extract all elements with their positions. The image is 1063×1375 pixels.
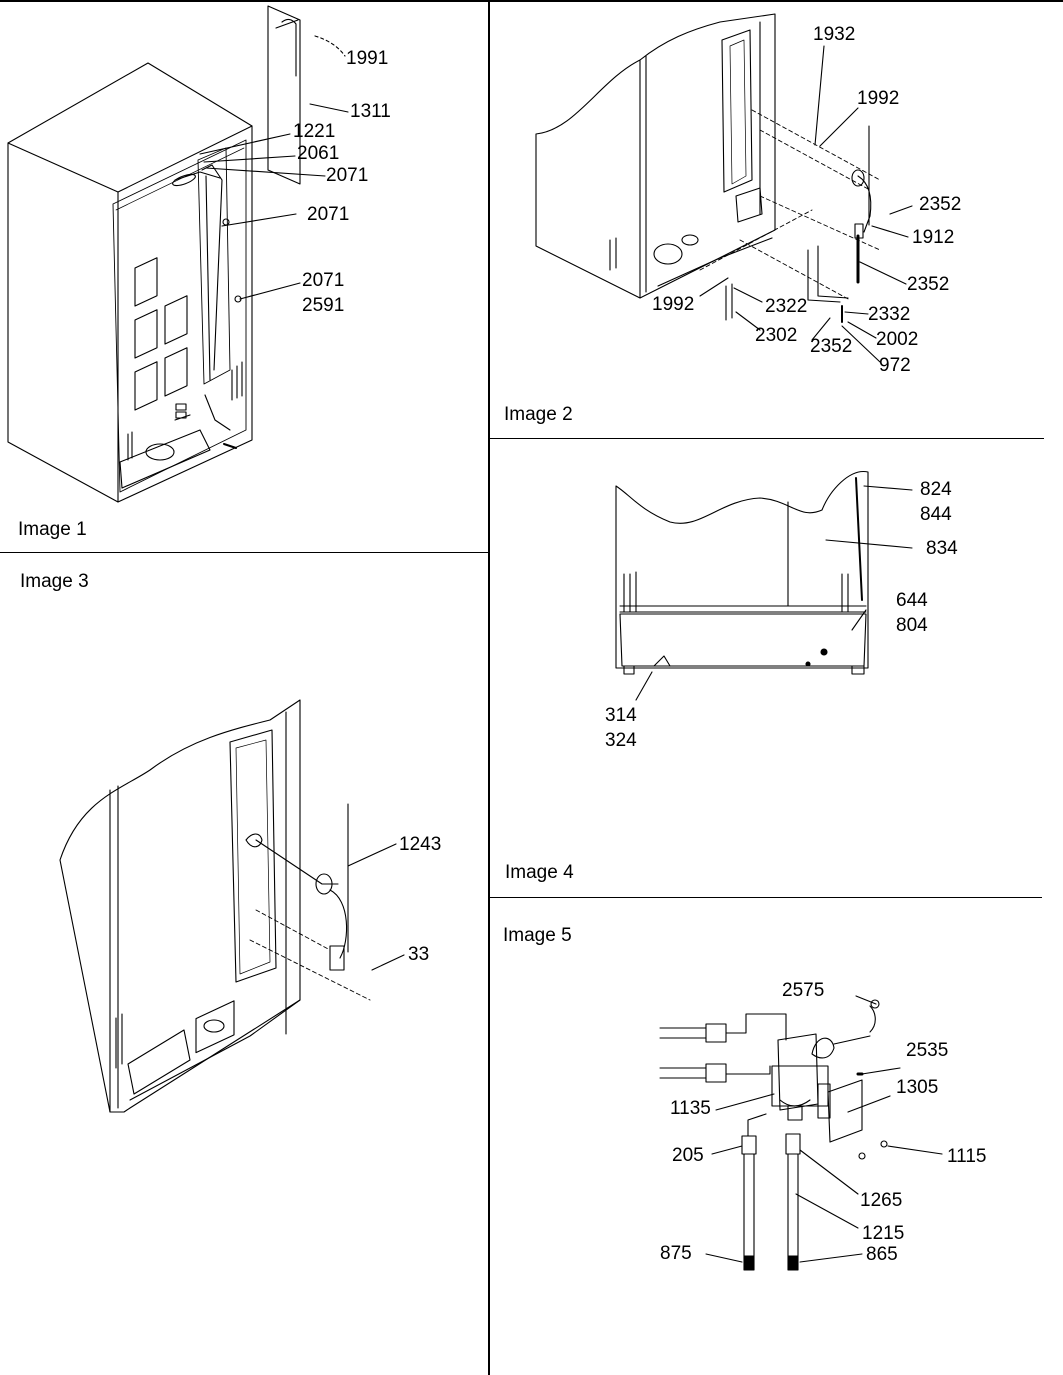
callout-1221: 1221 xyxy=(293,121,336,142)
callout-824: 824 xyxy=(920,479,952,500)
callout-2322: 2322 xyxy=(765,296,808,317)
callout-1992-b: 1992 xyxy=(652,294,695,315)
callout-1991: 1991 xyxy=(346,48,389,69)
callout-804: 804 xyxy=(896,615,928,636)
callout-2002: 2002 xyxy=(876,329,919,350)
callout-1992-a: 1992 xyxy=(857,88,900,109)
callout-1912: 1912 xyxy=(912,227,955,248)
callout-2352-c: 2352 xyxy=(810,336,853,357)
callout-2591: 2591 xyxy=(302,295,345,316)
panel-title-image-1: Image 1 xyxy=(18,519,87,540)
callout-2071-a: 2071 xyxy=(326,165,369,186)
callout-1311: 1311 xyxy=(350,101,391,122)
right-divider-upper xyxy=(489,438,1044,439)
callout-1932: 1932 xyxy=(813,24,856,45)
callout-644: 644 xyxy=(896,590,928,611)
callout-1243: 1243 xyxy=(399,834,442,855)
callout-2061: 2061 xyxy=(297,143,340,164)
callout-314: 314 xyxy=(605,705,637,726)
callout-324: 324 xyxy=(605,730,637,751)
callout-1115: 1115 xyxy=(947,1146,987,1167)
top-border xyxy=(0,0,1063,2)
callout-2352-a: 2352 xyxy=(919,194,962,215)
callout-2302: 2302 xyxy=(755,325,798,346)
callout-1265: 1265 xyxy=(860,1190,903,1211)
callout-972: 972 xyxy=(879,355,911,376)
right-divider-lower xyxy=(489,897,1042,898)
callout-2535: 2535 xyxy=(906,1040,949,1061)
callout-2071-c: 2071 xyxy=(302,270,345,291)
panel-title-image-2: Image 2 xyxy=(504,404,573,425)
callout-2332: 2332 xyxy=(868,304,911,325)
center-divider xyxy=(488,0,490,1375)
image-4-cabinet-bottom-drawing xyxy=(616,472,912,700)
callout-2575: 2575 xyxy=(782,980,825,1001)
panel-title-image-5: Image 5 xyxy=(503,925,572,946)
callout-875: 875 xyxy=(660,1243,692,1264)
panel-title-image-3: Image 3 xyxy=(20,571,89,592)
callout-2352-b: 2352 xyxy=(907,274,950,295)
panel-title-image-4: Image 4 xyxy=(505,862,574,883)
left-divider xyxy=(0,552,489,553)
callout-33: 33 xyxy=(408,944,430,965)
callout-834: 834 xyxy=(926,538,958,559)
image-2-rear-cabinet-drawing xyxy=(536,14,912,362)
callout-2071-b: 2071 xyxy=(307,204,350,225)
image-5-water-valve-drawing xyxy=(660,996,942,1270)
image-1-refrigerator-drawing xyxy=(8,6,348,502)
callout-1135: 1135 xyxy=(670,1098,711,1119)
callout-1215: 1215 xyxy=(862,1223,905,1244)
image-3-rear-panel-drawing xyxy=(60,700,404,1112)
callout-844: 844 xyxy=(920,504,952,525)
callout-1305: 1305 xyxy=(896,1077,939,1098)
callout-205: 205 xyxy=(672,1145,704,1166)
callout-865: 865 xyxy=(866,1244,898,1265)
